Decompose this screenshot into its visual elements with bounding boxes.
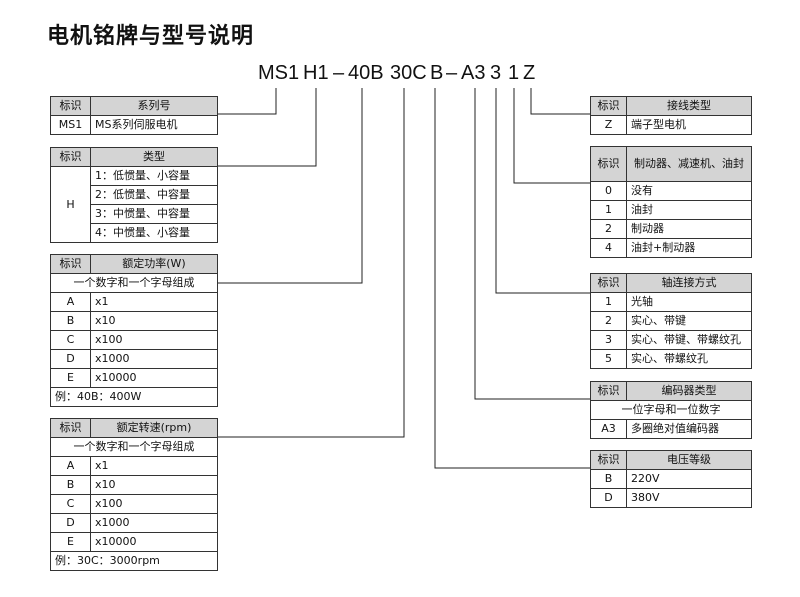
page-title: 电机铭牌与型号说明 [47, 24, 255, 49]
table-note: 一位字母和一位数字 [590, 400, 752, 420]
table-header: 标识 编码器类型 [590, 381, 752, 401]
connector-power [218, 88, 363, 284]
type-table: 标识 类型 H 1：低惯量、小容量 2：低惯量、中容量 3：中惯量、中容量 4：… [50, 147, 218, 243]
table-note: 一个数字和一个字母组成 [50, 437, 218, 457]
connector-brake [513, 88, 590, 184]
connector-encoder [474, 88, 590, 400]
model-part-dash: – [446, 62, 458, 84]
connector-voltage [434, 88, 590, 469]
series-table: 标识 系列号 MS1 MS系列伺服电机 [50, 96, 218, 135]
model-part-brake: 1 [508, 62, 520, 84]
model-part-speed: 30C [390, 62, 427, 84]
model-part-shaft: 3 [490, 62, 502, 84]
model-part-wiring: Z [523, 62, 536, 84]
table-example: 例：40B：400W [50, 387, 218, 407]
table-header: 标识 额定转速(rpm) [50, 418, 218, 438]
table-row: MS1 MS系列伺服电机 [50, 115, 218, 135]
connector-series [218, 88, 277, 115]
table-row: H 1：低惯量、小容量 [50, 166, 218, 243]
table-header: 标识 系列号 [50, 96, 218, 116]
model-part-dash: – [333, 62, 345, 84]
table-header: 标识 类型 [50, 147, 218, 167]
connector-type [218, 88, 317, 167]
model-part-type: H1 [303, 62, 329, 84]
connector-speed [218, 88, 405, 438]
table-header: 标识 轴连接方式 [590, 273, 752, 293]
table-row: 4：中惯量、小容量 [51, 223, 218, 243]
table-row: 2：低惯量、中容量 [51, 185, 218, 205]
table-header: 标识 接线类型 [590, 96, 752, 116]
connector-shaft [495, 88, 590, 294]
type-key: H [50, 166, 91, 243]
model-part-voltage: B [430, 62, 444, 84]
model-part-power: 40B [348, 62, 384, 84]
table-header: 标识 额定功率(W) [50, 254, 218, 274]
table-example: 例：30C：3000rpm [50, 551, 218, 571]
table-note: 一个数字和一个字母组成 [50, 273, 218, 293]
connector-wiring [530, 88, 590, 115]
table-header: 标识 制动器、减速机、油封 [590, 146, 752, 182]
table-header: 标识 电压等级 [590, 450, 752, 470]
model-part-encoder: A3 [461, 62, 486, 84]
model-part-series: MS1 [258, 62, 300, 84]
